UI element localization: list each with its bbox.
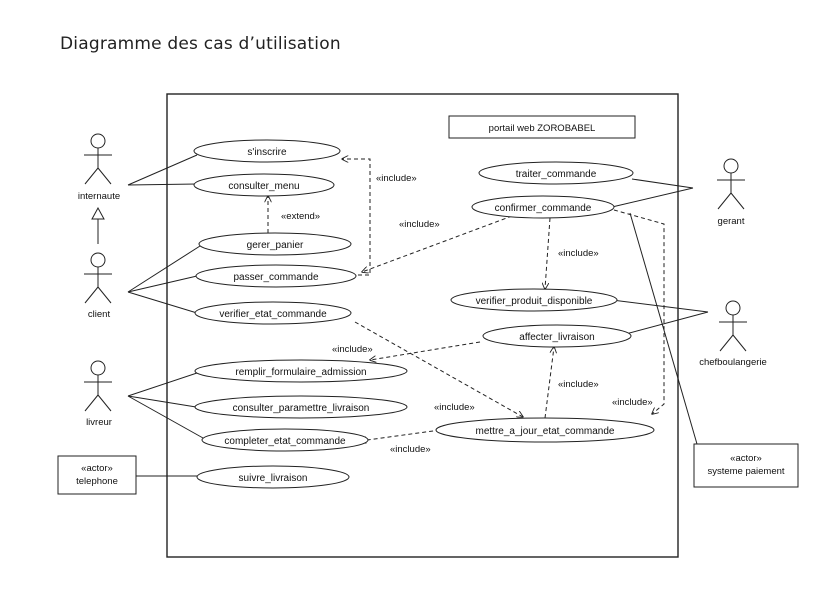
svg-text:verifier_etat_commande: verifier_etat_commande bbox=[219, 309, 327, 320]
actor-telephone[interactable]: «actor» telephone bbox=[57, 455, 137, 495]
include-label: «include» bbox=[399, 219, 440, 230]
system-name-box bbox=[448, 115, 636, 139]
actor-label-livreur: livreur bbox=[86, 417, 112, 428]
use-case-passer-commande[interactable]: passer_commande bbox=[195, 264, 357, 288]
svg-text:consulter_paramettre_livraison: consulter_paramettre_livraison bbox=[233, 403, 370, 414]
include-label: «include» bbox=[332, 344, 373, 355]
use-case-traiter-commande[interactable]: traiter_commande bbox=[478, 161, 634, 185]
svg-text:affecter_livraison: affecter_livraison bbox=[519, 332, 594, 343]
svg-text:telephone: telephone bbox=[76, 476, 118, 487]
use-case-mettre-a-jour-etat-commande[interactable]: mettre_a_jour_etat_commande bbox=[435, 417, 655, 443]
page-title: Diagramme des cas d’utilisation bbox=[60, 34, 341, 54]
actor-systeme-paiement[interactable]: «actor» systeme paiement bbox=[693, 443, 799, 488]
system-name: portail web ZOROBABEL bbox=[489, 123, 596, 134]
svg-text:gerer_panier: gerer_panier bbox=[247, 240, 304, 251]
use-case-confirmer-commande[interactable]: confirmer_commande bbox=[471, 195, 615, 219]
use-case-sinscrire[interactable]: s'inscrire bbox=[193, 139, 341, 163]
svg-text:«actor»: «actor» bbox=[730, 453, 762, 464]
extend-label: «extend» bbox=[281, 211, 320, 222]
use-case-affecter-livraison[interactable]: affecter_livraison bbox=[482, 324, 632, 348]
dependencies bbox=[268, 159, 665, 441]
use-case-verifier-etat-commande[interactable]: verifier_etat_commande bbox=[194, 301, 352, 325]
svg-text:completer_etat_commande: completer_etat_commande bbox=[224, 436, 346, 447]
use-case-remplir-formulaire-admission[interactable]: remplir_formulaire_admission bbox=[194, 359, 408, 383]
actor-label-chefboulangerie: chefboulangerie bbox=[699, 357, 767, 368]
svg-text:consulter_menu: consulter_menu bbox=[228, 181, 299, 192]
svg-text:mettre_a_jour_etat_commande: mettre_a_jour_etat_commande bbox=[476, 426, 615, 437]
actor-label-gerant: gerant bbox=[718, 216, 745, 227]
include-label: «include» bbox=[376, 173, 417, 184]
system-boundary bbox=[166, 93, 679, 558]
include-label: «include» bbox=[612, 397, 653, 408]
include-label: «include» bbox=[434, 402, 475, 413]
svg-text:passer_commande: passer_commande bbox=[233, 272, 318, 283]
svg-text:s'inscrire: s'inscrire bbox=[247, 147, 287, 158]
use-case-consulter-parametre-livraison[interactable]: consulter_paramettre_livraison bbox=[194, 395, 408, 419]
associations bbox=[127, 154, 709, 477]
svg-text:suivre_livraison: suivre_livraison bbox=[239, 473, 308, 484]
use-case-consulter-menu[interactable]: consulter_menu bbox=[193, 173, 335, 197]
svg-text:«actor»: «actor» bbox=[81, 463, 113, 474]
use-case-suivre-livraison[interactable]: suivre_livraison bbox=[196, 465, 350, 489]
include-label: «include» bbox=[558, 379, 599, 390]
actor-gerant[interactable] bbox=[717, 158, 745, 210]
use-case-verifier-produit-disponible[interactable]: verifier_produit_disponible bbox=[450, 288, 618, 312]
svg-text:systeme paiement: systeme paiement bbox=[707, 466, 784, 477]
actor-label-internaute: internaute bbox=[78, 191, 120, 202]
actor-chefboulangerie[interactable] bbox=[719, 300, 747, 352]
use-case-gerer-panier[interactable]: gerer_panier bbox=[198, 232, 352, 256]
svg-text:remplir_formulaire_admission: remplir_formulaire_admission bbox=[235, 367, 366, 378]
actor-label-client: client bbox=[88, 309, 111, 320]
svg-text:verifier_produit_disponible: verifier_produit_disponible bbox=[476, 296, 593, 307]
include-label: «include» bbox=[558, 248, 599, 259]
include-label: «include» bbox=[390, 444, 431, 455]
generalization-arrow bbox=[91, 206, 105, 220]
actor-client[interactable] bbox=[84, 252, 112, 304]
svg-text:traiter_commande: traiter_commande bbox=[516, 169, 597, 180]
actor-internaute[interactable] bbox=[84, 133, 112, 185]
actor-livreur[interactable] bbox=[84, 360, 112, 412]
use-case-completer-etat-commande[interactable]: completer_etat_commande bbox=[201, 428, 369, 452]
svg-text:confirmer_commande: confirmer_commande bbox=[495, 203, 592, 214]
